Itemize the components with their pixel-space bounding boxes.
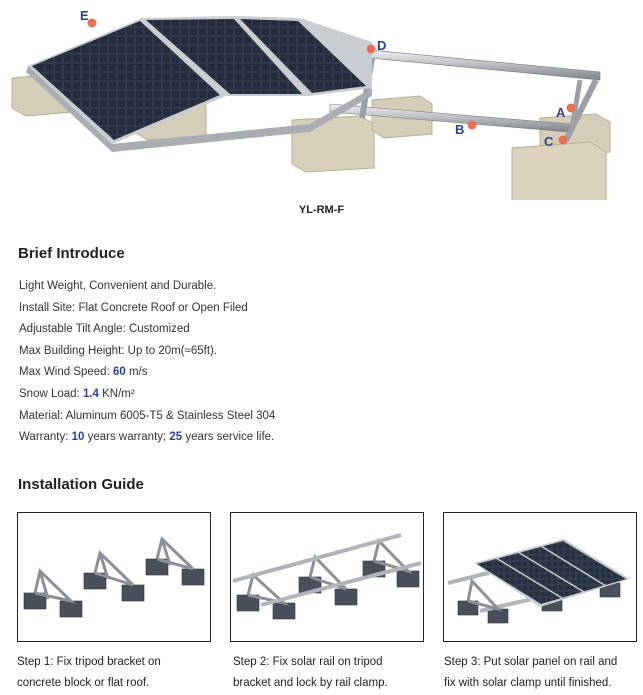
step-1-image (17, 512, 211, 642)
marker-label-b: B (455, 122, 464, 137)
spec-item: Light Weight, Convenient and Durable. (19, 280, 217, 292)
marker-label-a: A (556, 105, 566, 120)
step-2-line-1: Step 2: Fix solar rail on tripod (233, 656, 383, 668)
spec-item: Install Site: Flat Concrete Roof or Open… (19, 301, 248, 314)
step-2-image (230, 512, 424, 642)
marker-dots (87, 18, 576, 145)
spec-item: Max Building Height: Up to 20m(≈65ft). (19, 344, 218, 357)
spec-unit: m/s (125, 366, 148, 379)
spec-item: Adjustable Tilt Angle: Customized (19, 323, 190, 336)
spec-unit: KN/m² (98, 387, 135, 400)
spec-value: 60 (112, 366, 126, 379)
spec-value: 25 (169, 431, 183, 444)
marker-label-c: C (544, 134, 554, 149)
model-number: YL-RM-F (298, 204, 345, 216)
spec-item: Max Wind Speed: 60 m/s (19, 362, 275, 384)
marker-label-e: E (80, 8, 89, 23)
step-2-line-2: bracket and lock by rail clamp. (233, 677, 388, 689)
spec-list: Light Weight, Convenient and Durable. In… (19, 276, 275, 449)
spec-text: Warranty: (19, 431, 72, 444)
spec-text: Max Wind Speed: (19, 366, 113, 379)
solar-panels (26, 16, 372, 152)
spec-text: Snow Load: (19, 387, 83, 400)
step-1-caption: Step 1: Fix tripod bracket on concrete b… (17, 652, 161, 694)
spec-value: 10 (71, 431, 85, 444)
brief-title: Brief Introduce (18, 245, 125, 262)
spec-item: Material: Aluminum 6005-T5 & Stainless S… (19, 409, 276, 422)
step-1-line-2: concrete block or flat roof. (17, 677, 150, 689)
spec-text: years service life. (182, 431, 275, 444)
guide-title: Installation Guide (18, 476, 144, 493)
step-1-line-1: Step 1: Fix tripod bracket on (17, 656, 161, 668)
rails (329, 49, 601, 142)
spec-value: 1.4 (82, 387, 99, 400)
step-3-line-1: Step 3: Put solar panel on rail and (444, 656, 618, 668)
mounting-system-illustration: E D A B C (11, 8, 611, 200)
step-3-caption: Step 3: Put solar panel on rail and fix … (444, 652, 617, 694)
step-2-caption: Step 2: Fix solar rail on tripod bracket… (233, 652, 388, 694)
spec-text: years warranty; (84, 431, 170, 444)
step-3-image (443, 512, 637, 642)
step-3-line-2: fix with solar clamp until finished. (444, 677, 612, 689)
spec-item: Snow Load: 1.4 KN/m² (19, 384, 275, 406)
spec-item: Warranty: 10 years warranty; 25 years se… (19, 427, 275, 449)
marker-label-d: D (377, 38, 386, 53)
